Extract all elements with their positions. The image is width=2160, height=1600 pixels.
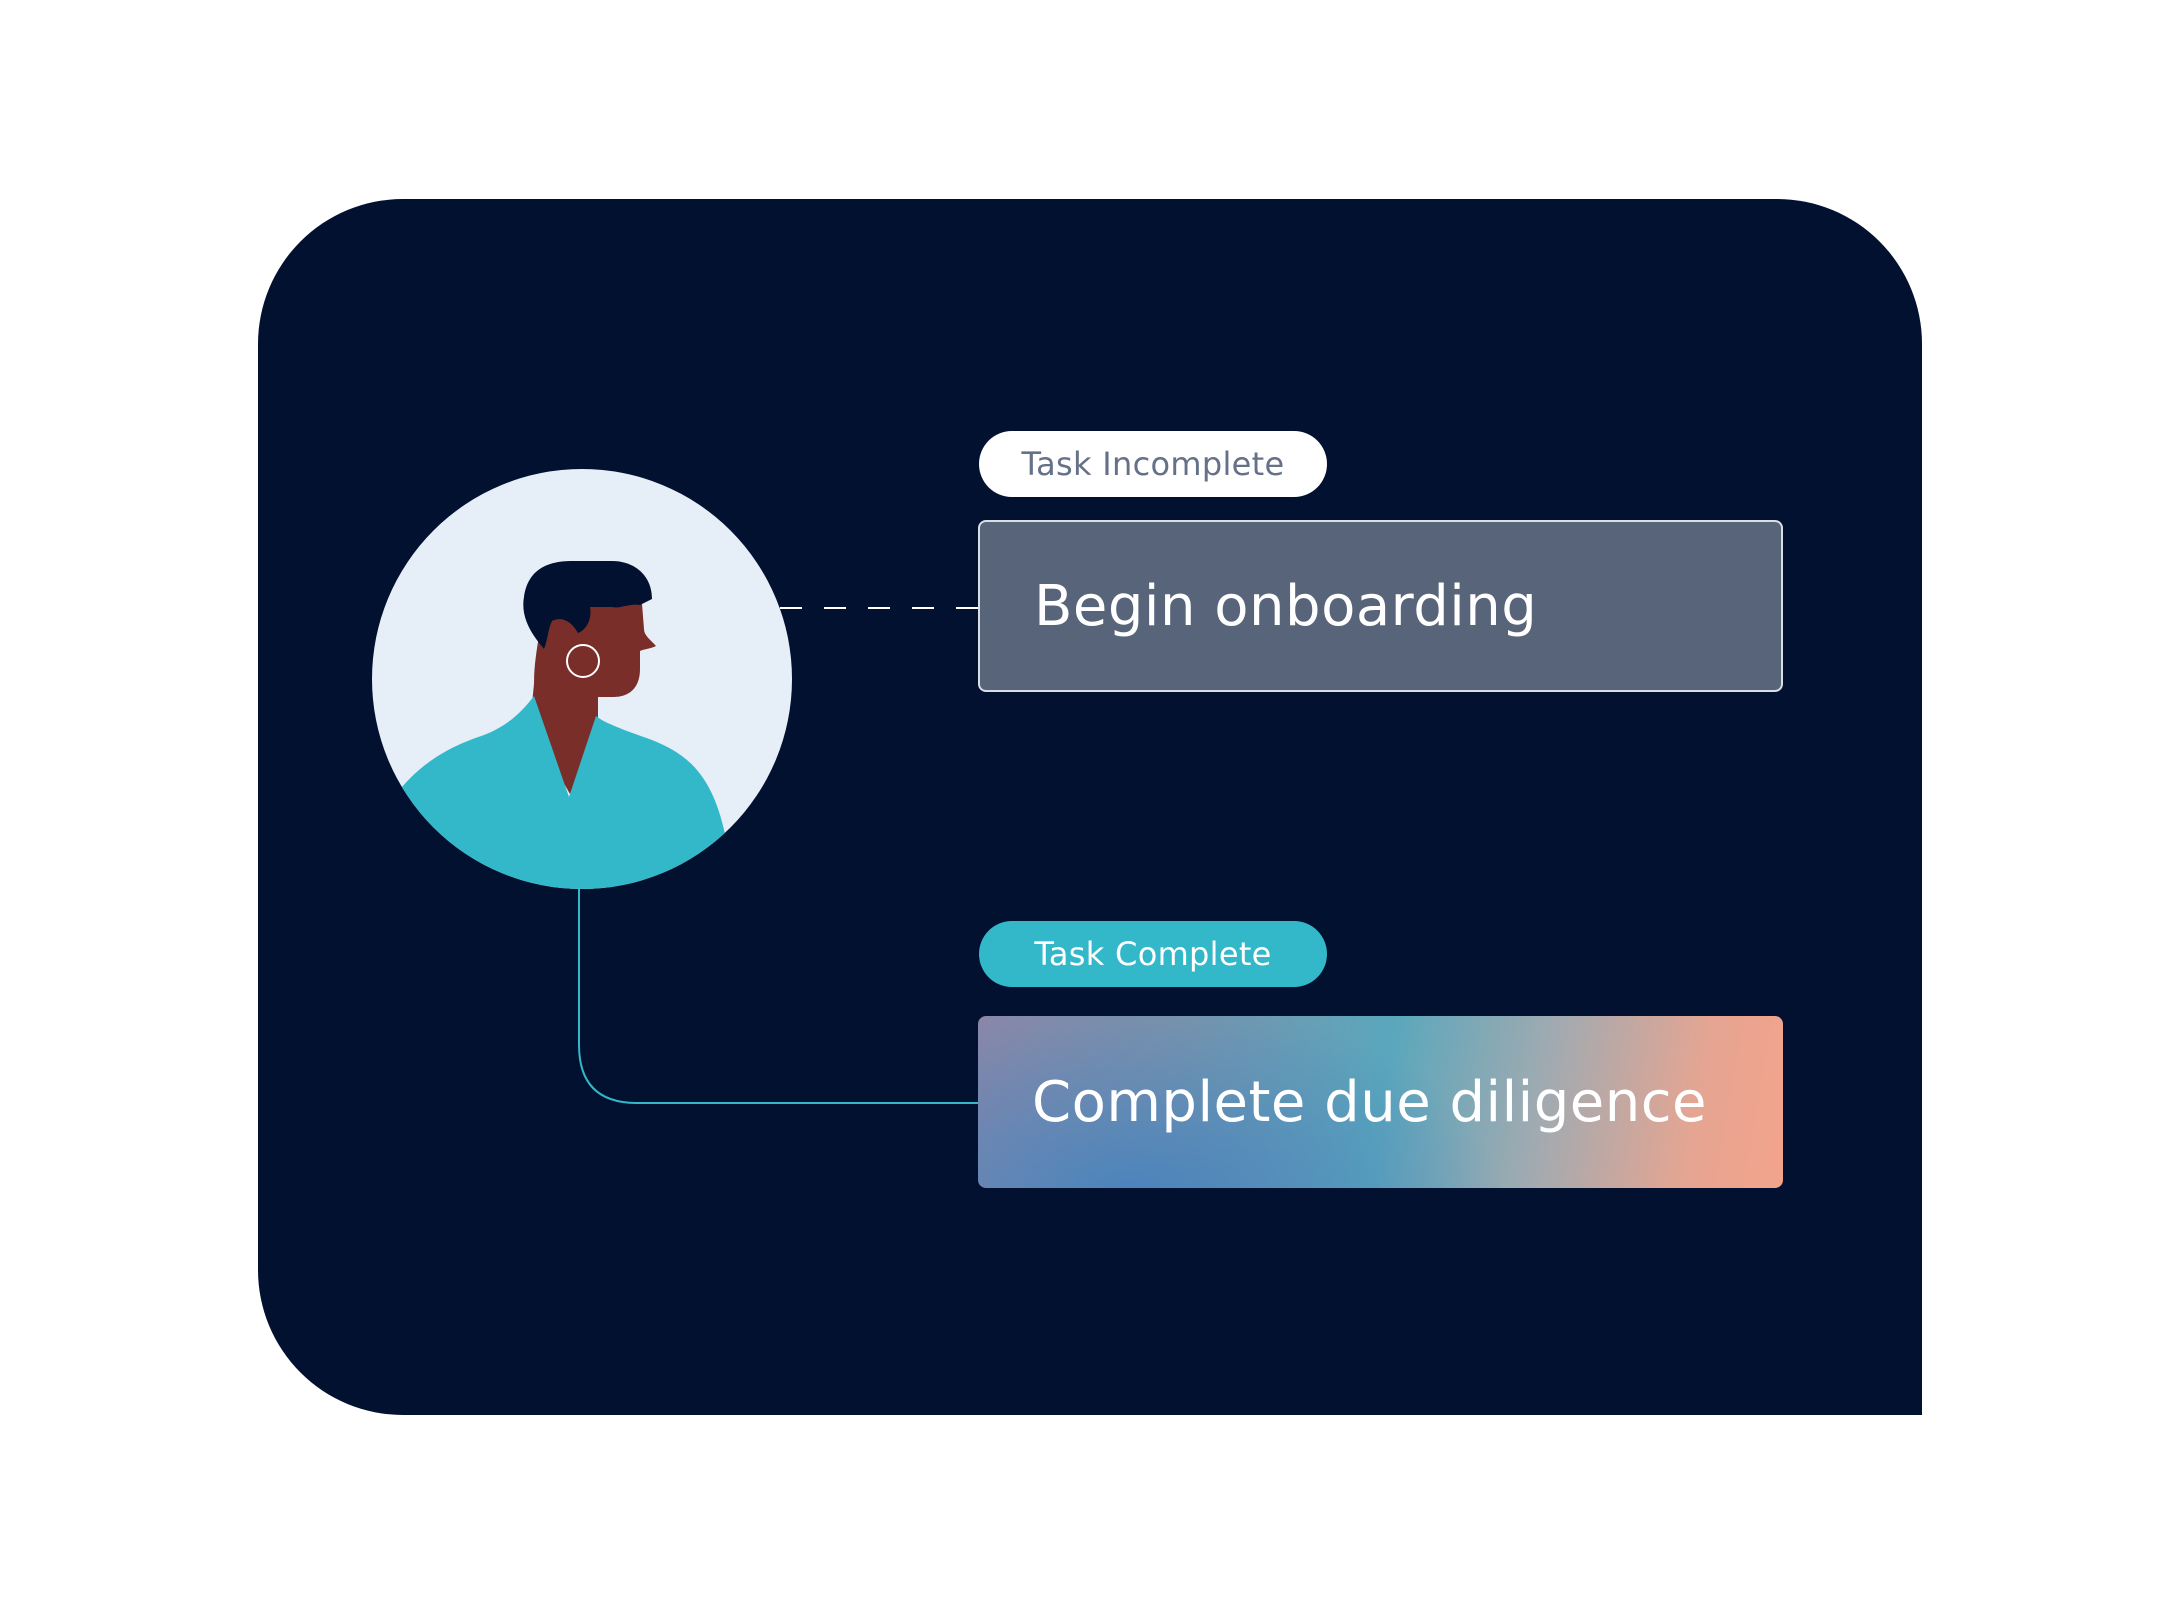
task-title: Begin onboarding bbox=[1034, 573, 1538, 639]
task-card-begin-onboarding[interactable]: Begin onboarding bbox=[978, 520, 1783, 692]
hair bbox=[523, 561, 652, 649]
status-label-complete: Task Complete bbox=[1034, 935, 1272, 973]
task-title: Complete due diligence bbox=[1032, 1069, 1707, 1135]
status-label-incomplete: Task Incomplete bbox=[1021, 445, 1285, 483]
earring-icon bbox=[566, 644, 600, 678]
person-profile-icon bbox=[372, 469, 792, 889]
status-badge-complete: Task Complete bbox=[979, 921, 1327, 987]
status-badge-incomplete: Task Incomplete bbox=[979, 431, 1327, 497]
solid-connector bbox=[578, 888, 978, 1104]
task-card-complete-due-diligence[interactable]: Complete due diligence bbox=[978, 1016, 1783, 1188]
shirt bbox=[394, 696, 725, 889]
